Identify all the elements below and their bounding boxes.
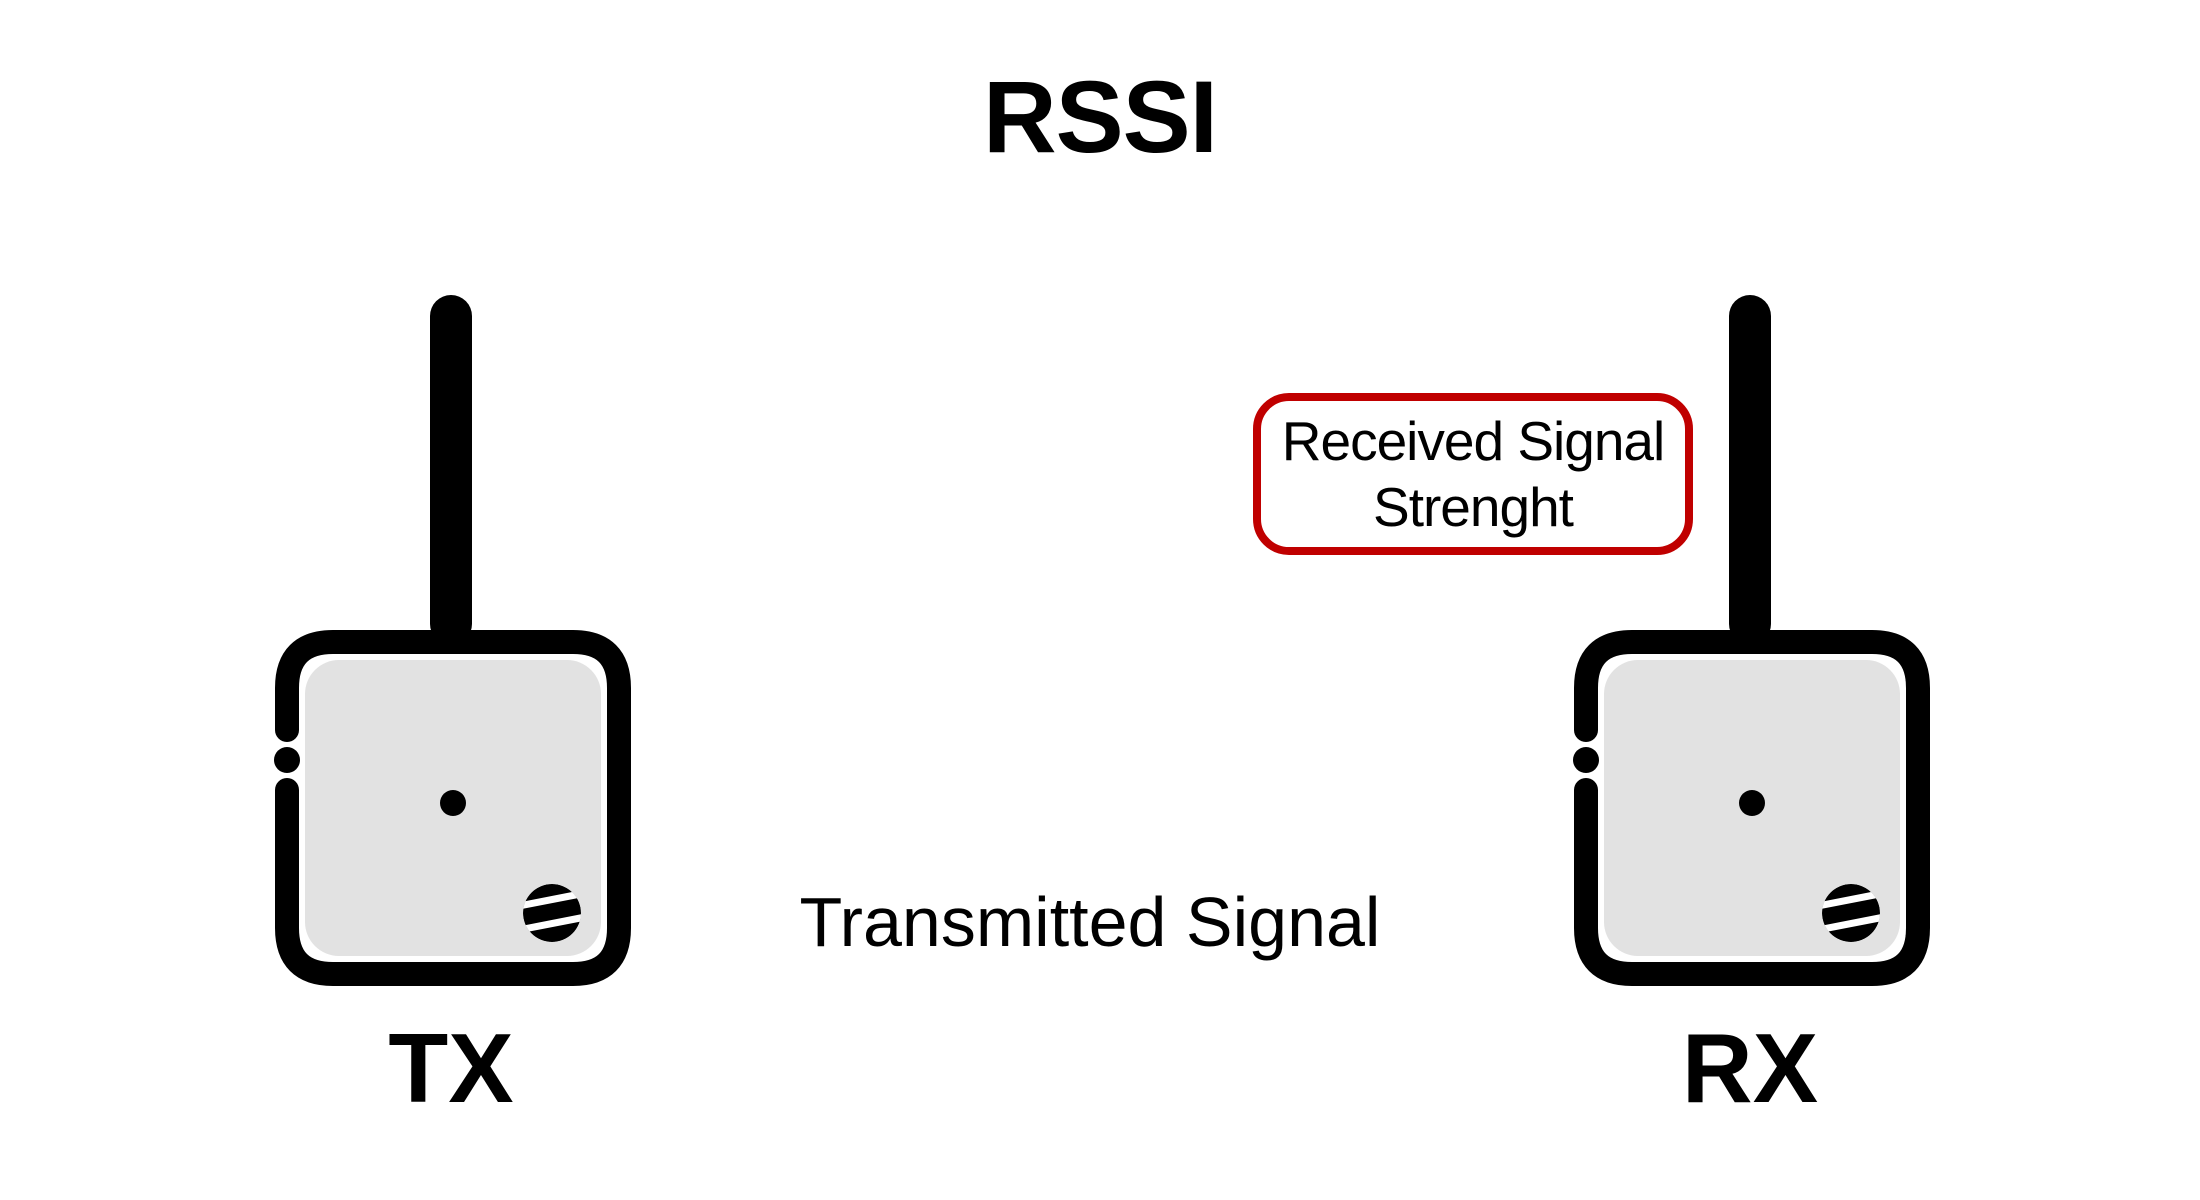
striped-ball-logo-icon [1822, 884, 1880, 942]
page-title: RSSI [982, 60, 1218, 174]
center-dot [440, 790, 466, 816]
received-signal-strength-callout: Received Signal Strenght [1253, 393, 1693, 555]
side-indicator-dot [1573, 747, 1599, 773]
antenna-icon [430, 295, 472, 645]
striped-ball-logo-icon [523, 884, 581, 942]
module-border [1574, 630, 1930, 986]
module-border [275, 630, 631, 986]
antenna-icon [1729, 295, 1771, 645]
rx-radio-module-icon [1573, 295, 1930, 986]
tx-radio-module-icon [274, 295, 631, 986]
rx-label: RX [1681, 1013, 1819, 1123]
tx-label: TX [388, 1013, 514, 1123]
callout-text-line2: Strenght [1373, 476, 1574, 538]
transmitted-signal-label: Transmitted Signal [799, 883, 1381, 961]
side-indicator-dot [274, 747, 300, 773]
center-dot [1739, 790, 1765, 816]
callout-text-line1: Received Signal [1281, 410, 1665, 472]
